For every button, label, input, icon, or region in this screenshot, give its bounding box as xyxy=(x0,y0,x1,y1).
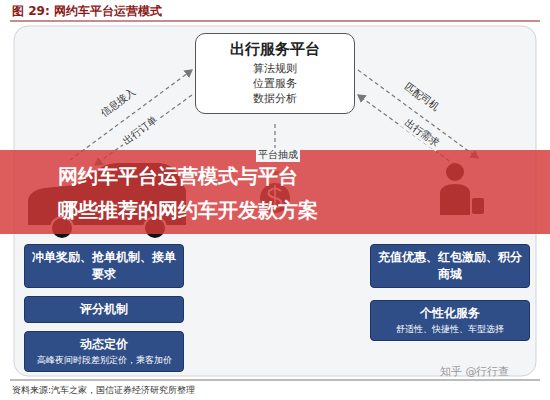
box-heading: 冲单奖励、抢单机制、接单要求 xyxy=(31,249,177,283)
passenger-box: 充值优惠、红包激励、积分商城 xyxy=(370,244,530,288)
source-caption: 资料来源:汽车之家，国信证券经济研究所整理 xyxy=(12,384,195,397)
box-heading: 个性化服务 xyxy=(377,305,523,322)
box-body: 舒适性、快捷性、车型选择 xyxy=(377,324,523,336)
box-heading: 动态定价 xyxy=(31,336,177,353)
driver-box: 冲单奖励、抢单机制、接单要求 xyxy=(24,244,184,288)
match-arrow xyxy=(358,70,478,158)
caption-rule xyxy=(10,380,540,381)
box-heading: 出行服务平台 xyxy=(204,40,346,59)
info-arrow xyxy=(70,70,192,160)
box-heading: 充值优惠、红包激励、积分商城 xyxy=(377,249,523,283)
passenger-box: 个性化服务舒适性、快捷性、车型选择 xyxy=(370,300,530,341)
overlay-text: 网约车平台运营模式与平台 xyxy=(58,163,298,190)
figure-title: 图 29: 网约车平台运营模式 xyxy=(12,3,162,20)
driver-box: 动态定价高峰夜间时段差别定价，乘客加价 xyxy=(24,331,184,372)
driver-box: 评分机制 xyxy=(24,296,184,323)
box-body: 算法规则 位置服务 数据分析 xyxy=(250,62,300,107)
arrow-label: 平台抽成 xyxy=(256,148,300,162)
watermark: 知乎 @行行查 xyxy=(440,364,510,379)
title-rule xyxy=(10,21,540,22)
platform-box: 出行服务平台算法规则 位置服务 数据分析 xyxy=(195,33,355,114)
overlay-text: 哪些推荐的网约车开发款方案 xyxy=(58,197,318,224)
box-heading: 评分机制 xyxy=(31,301,177,318)
overlay-band: 网约车平台运营模式与平台哪些推荐的网约车开发款方案 xyxy=(0,150,550,234)
box-body: 高峰夜间时段差别定价，乘客加价 xyxy=(31,355,177,367)
